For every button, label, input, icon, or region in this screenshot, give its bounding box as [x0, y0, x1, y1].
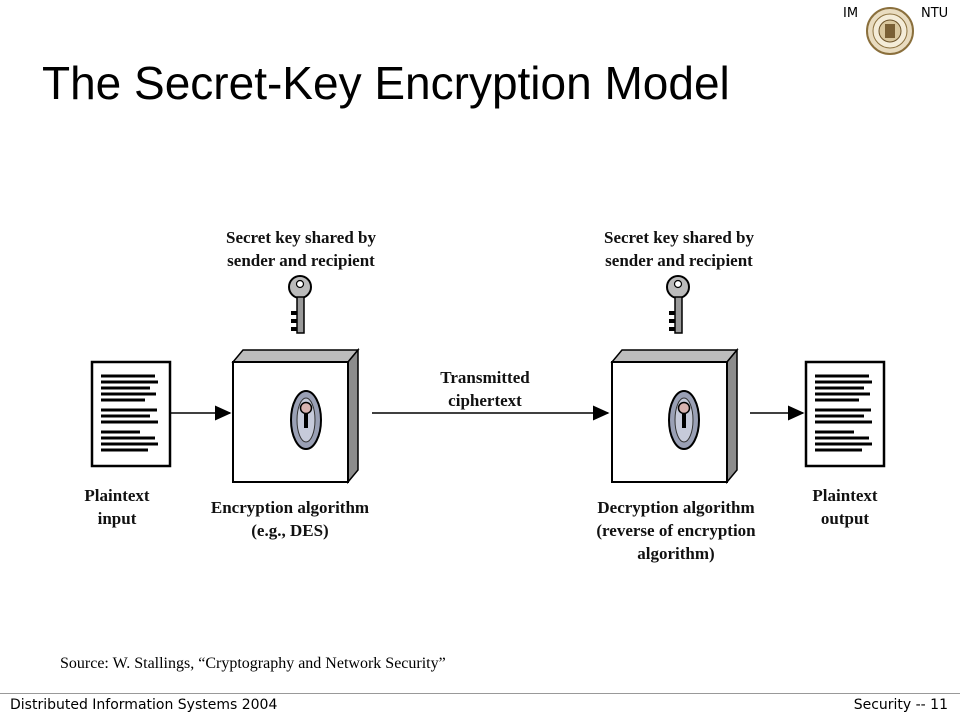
- transmitted-ciphertext-label: Transmitted ciphertext: [440, 368, 530, 410]
- plaintext-output-document-icon: [804, 360, 886, 468]
- source-citation: Source: W. Stallings, “Cryptography and …: [60, 655, 446, 672]
- decryption-box-icon: [610, 347, 739, 485]
- plaintext-input-label: Plaintext input: [84, 486, 150, 528]
- key-label-right: Secret key shared by sender and recipien…: [603, 228, 754, 270]
- key-label-left: Secret key shared by sender and recipien…: [225, 228, 376, 270]
- header-ntu: NTU: [921, 6, 949, 21]
- university-seal-icon: [866, 7, 914, 55]
- secret-key-right-icon: [666, 275, 690, 334]
- decryption-lock-icon: [668, 390, 700, 450]
- secret-key-left-icon: [288, 275, 312, 334]
- encryption-lock-icon: [290, 390, 322, 450]
- slide-title: The Secret-Key Encryption Model: [42, 57, 730, 109]
- plaintext-input-document-icon: [90, 360, 172, 468]
- encryption-algorithm-label: Encryption algorithm (e.g., DES): [210, 498, 370, 540]
- footer-page-number: Security -- 11: [853, 697, 948, 713]
- encryption-box-icon: [231, 347, 360, 485]
- decryption-algorithm-label: Decryption algorithm (reverse of encrypt…: [596, 498, 756, 563]
- footer-divider: [0, 693, 960, 694]
- footer-course: Distributed Information Systems 2004: [10, 697, 278, 713]
- header-im: IM: [843, 6, 859, 21]
- plaintext-output-label: Plaintext output: [812, 486, 878, 528]
